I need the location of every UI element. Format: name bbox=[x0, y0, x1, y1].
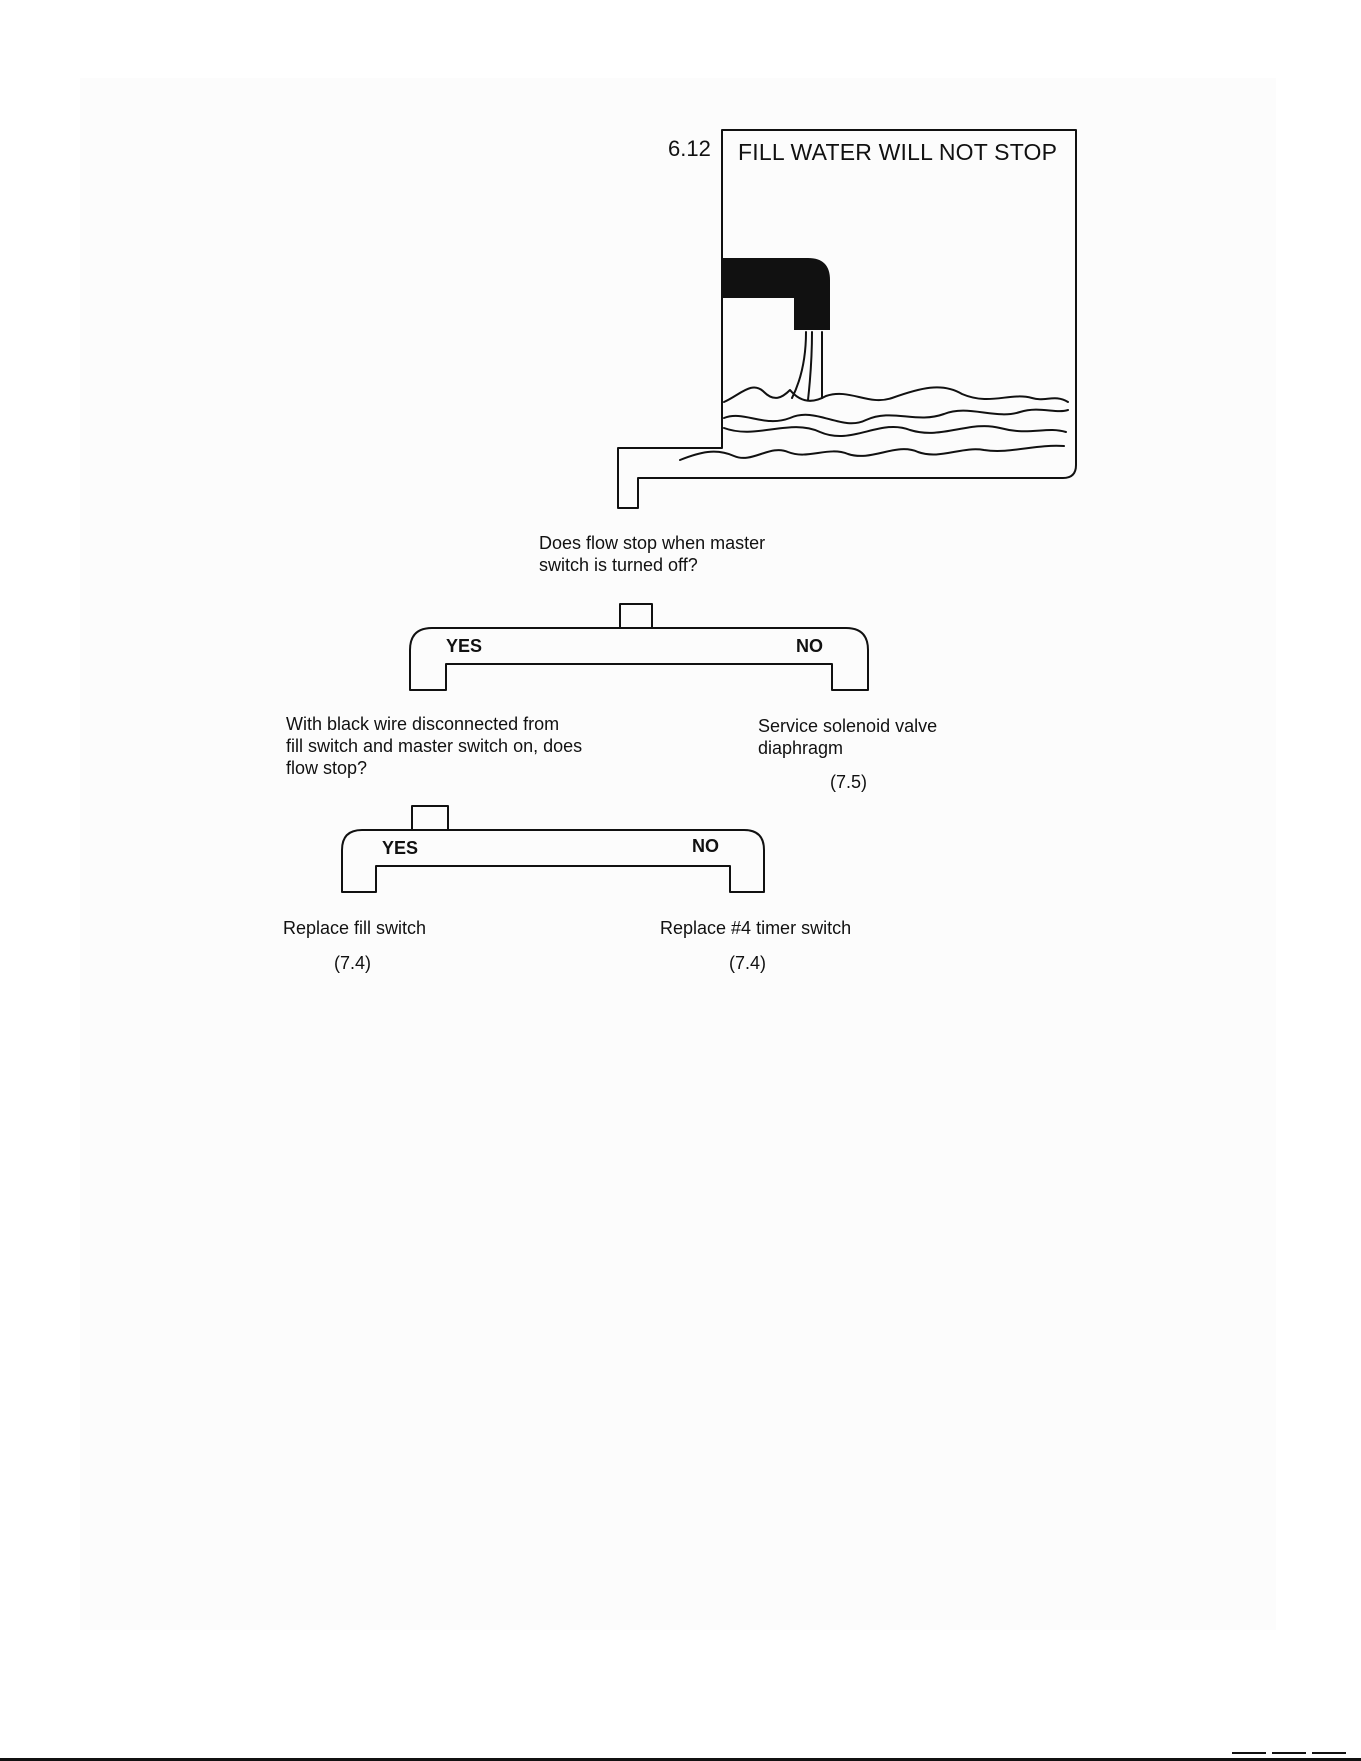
yes-action-2: Replace fill switch bbox=[283, 917, 426, 939]
no-action-1-ref: (7.5) bbox=[830, 772, 867, 793]
question-1: Does flow stop when master switch is tur… bbox=[539, 532, 765, 576]
branch-2-yes-label: YES bbox=[382, 838, 418, 859]
corner-mark bbox=[1312, 1752, 1346, 1754]
section-number: 6.12 bbox=[668, 136, 711, 162]
water-stream bbox=[792, 332, 822, 400]
question-2-line: flow stop? bbox=[286, 757, 582, 779]
water-faucet-icon bbox=[722, 258, 830, 330]
no-action-1-line: diaphragm bbox=[758, 737, 937, 759]
question-1-line: Does flow stop when master bbox=[539, 532, 765, 554]
branch-1-yes-label: YES bbox=[446, 636, 482, 657]
overflowing-water-icon bbox=[680, 387, 1068, 460]
branch-2-no-label: NO bbox=[692, 836, 719, 857]
no-action-2-ref: (7.4) bbox=[729, 953, 766, 974]
corner-marks bbox=[1232, 1752, 1346, 1754]
no-action-1: Service solenoid valve diaphragm bbox=[758, 715, 937, 759]
no-action-2: Replace #4 timer switch bbox=[660, 917, 851, 939]
question-2-line: fill switch and master switch on, does bbox=[286, 735, 582, 757]
question-2: With black wire disconnected from fill s… bbox=[286, 713, 582, 779]
question-1-line: switch is turned off? bbox=[539, 554, 765, 576]
question-2-line: With black wire disconnected from bbox=[286, 713, 582, 735]
page-title: FILL WATER WILL NOT STOP bbox=[738, 139, 1057, 166]
corner-mark bbox=[1272, 1752, 1306, 1754]
no-action-1-line: Service solenoid valve bbox=[758, 715, 937, 737]
yes-action-2-ref: (7.4) bbox=[334, 953, 371, 974]
branch-1-no-label: NO bbox=[796, 636, 823, 657]
corner-mark bbox=[1232, 1752, 1266, 1754]
